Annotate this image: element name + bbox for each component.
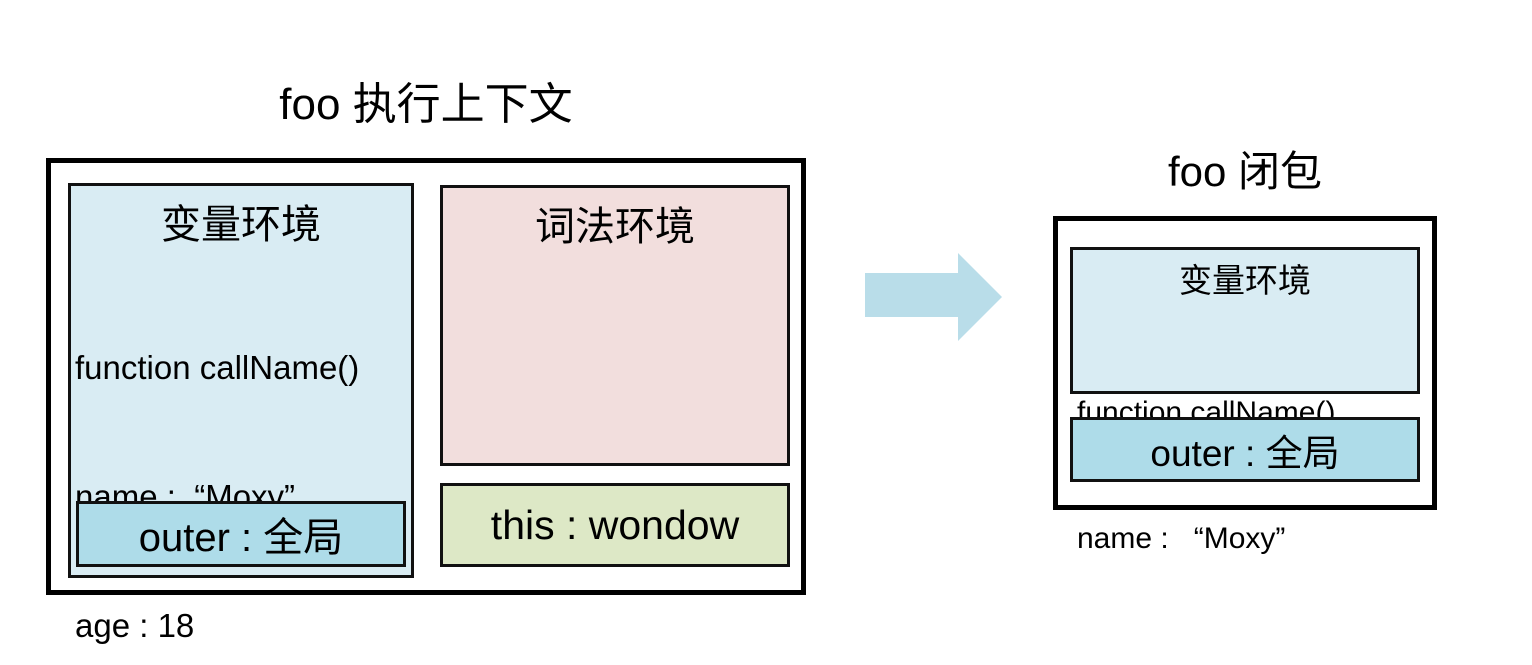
- lexical-environment-header: 词法环境: [535, 205, 695, 249]
- right-arrow-icon: [865, 253, 1002, 341]
- execution-context-title: foo 执行上下文: [279, 80, 573, 129]
- outer-global-label: outer : 全局: [138, 516, 344, 560]
- outer-global-box: outer : 全局: [76, 501, 406, 567]
- this-window-box: this : wondow: [440, 483, 790, 567]
- closure-variable-environment-content: function callName() name : “Moxy”: [1073, 302, 1417, 644]
- closure-variable-environment-box: 变量环境 function callName() name : “Moxy”: [1070, 247, 1420, 555]
- variable-line-function: function callName(): [75, 349, 360, 386]
- closure-outer-global-box: outer : 全局: [1070, 417, 1420, 482]
- variable-environment-content: function callName() name : “Moxy” age : …: [71, 250, 411, 665]
- variable-line-age: age : 18: [75, 607, 195, 644]
- closure-title: foo 闭包: [1167, 148, 1323, 195]
- closure-variable-environment-header: 变量环境: [1179, 262, 1311, 299]
- this-window-label: this : wondow: [490, 501, 740, 548]
- variable-environment-header: 变量环境: [161, 203, 321, 247]
- variable-environment-box: 变量环境 function callName() name : “Moxy” a…: [68, 183, 414, 644]
- closure-line-name: name : “Moxy”: [1077, 522, 1286, 555]
- closure-outer-global-label: outer : 全局: [1150, 432, 1340, 474]
- lexical-environment-box: 词法环境: [440, 185, 790, 466]
